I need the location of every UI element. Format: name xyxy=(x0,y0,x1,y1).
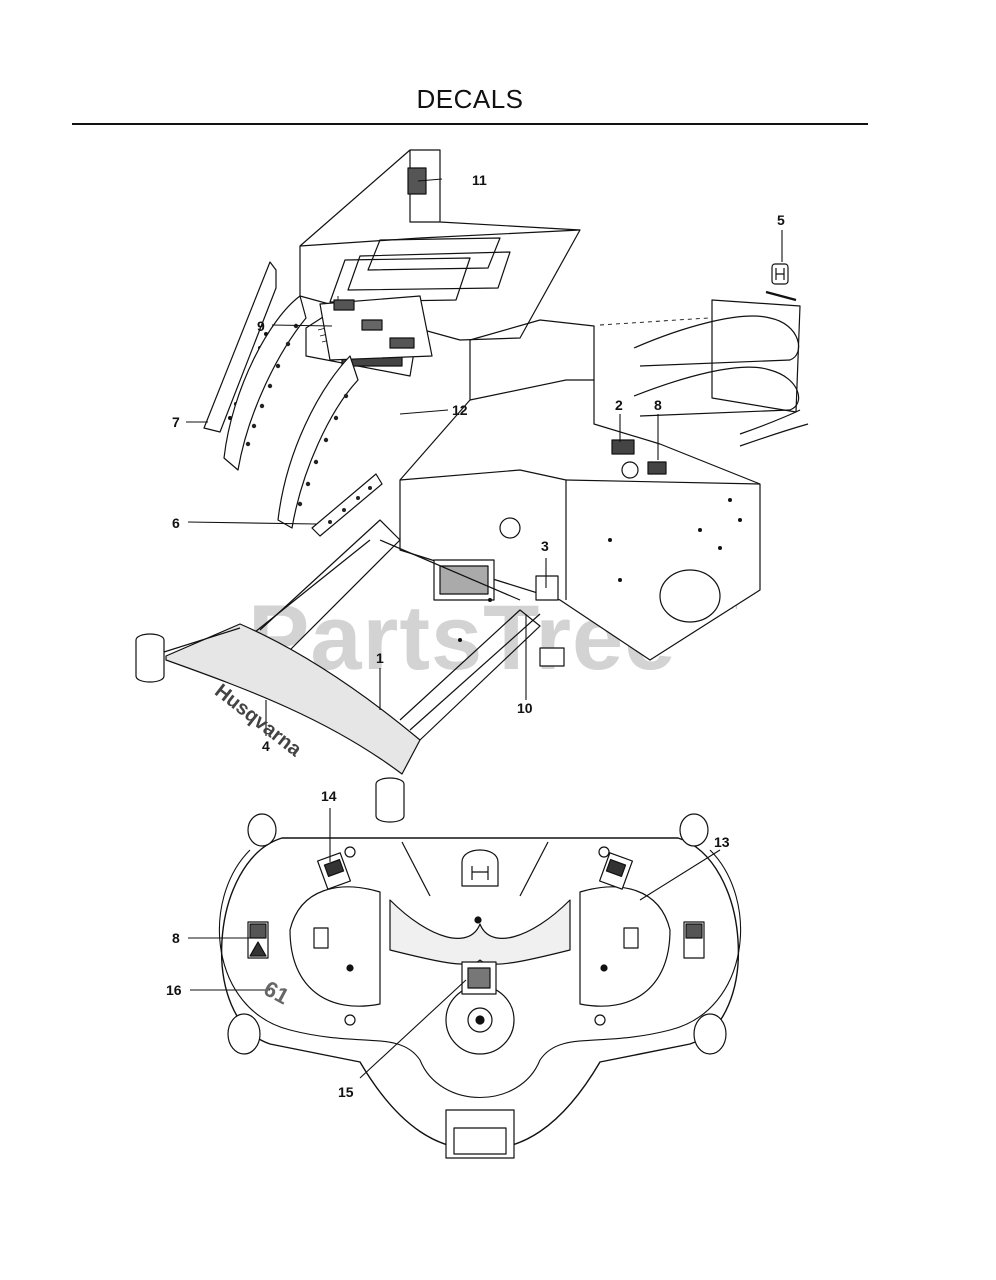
caster-post-right xyxy=(375,777,405,823)
callout-12: 12 xyxy=(452,402,468,418)
callout-1: 1 xyxy=(376,650,384,666)
side-plate-left xyxy=(223,295,307,471)
callout-2: 2 xyxy=(615,397,623,413)
callout-6: 6 xyxy=(172,515,180,531)
callout-9: 9 xyxy=(257,318,265,334)
callout-13: 13 xyxy=(714,834,730,850)
leader-lines xyxy=(186,178,783,1079)
callout-8-top: 8 xyxy=(654,397,662,413)
callout-5: 5 xyxy=(777,212,785,228)
side-plate-right xyxy=(311,473,383,537)
side-plate-mid xyxy=(277,355,359,529)
front-frame xyxy=(249,519,541,741)
callout-4: 4 xyxy=(262,738,270,754)
rear-bar-frame xyxy=(633,299,809,447)
callout-7: 7 xyxy=(172,414,180,430)
callout-8-deck: 8 xyxy=(172,930,180,946)
callout-11: 11 xyxy=(472,172,487,188)
title-rule xyxy=(72,123,868,125)
callout-15: 15 xyxy=(338,1084,354,1100)
mower-deck xyxy=(218,813,742,1159)
callout-3: 3 xyxy=(541,538,549,554)
decal-5-logo xyxy=(765,263,797,302)
decal-12-strip xyxy=(319,295,433,361)
main-chassis xyxy=(399,319,761,667)
page-title: DECALS xyxy=(416,84,524,114)
callout-16: 16 xyxy=(166,982,182,998)
caster-post-left xyxy=(135,627,241,683)
callout-10: 10 xyxy=(517,700,533,716)
front-bumper xyxy=(165,623,421,775)
callout-14: 14 xyxy=(321,788,337,804)
